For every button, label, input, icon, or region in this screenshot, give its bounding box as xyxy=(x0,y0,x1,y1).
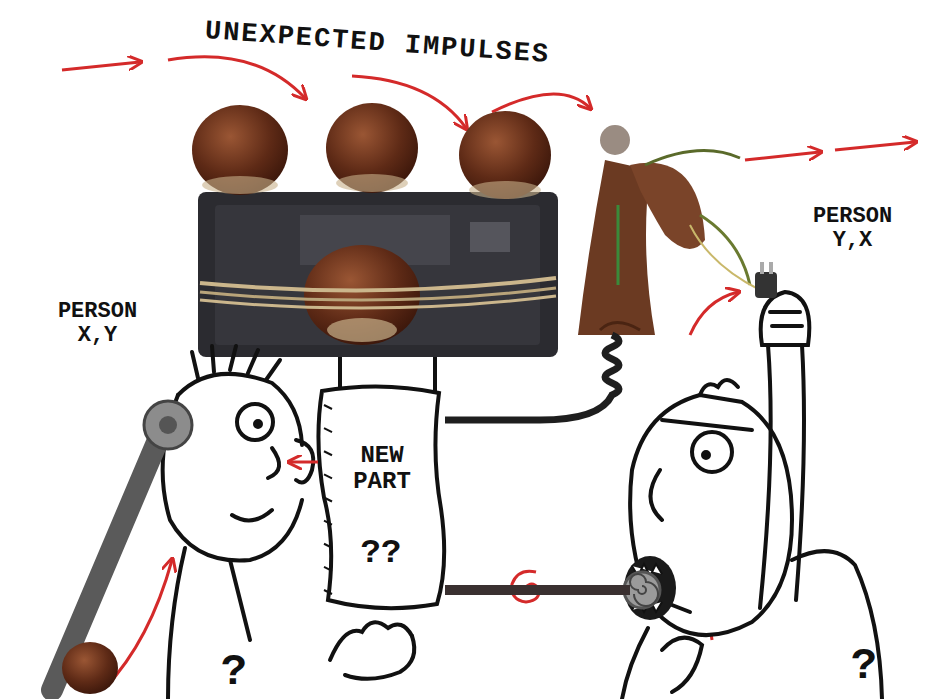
question-mark: ? xyxy=(842,642,886,690)
phone-assembly xyxy=(192,103,558,395)
plug xyxy=(755,262,777,298)
edge-tick xyxy=(324,567,332,571)
edge-tick xyxy=(324,544,332,548)
right-person-drawing xyxy=(622,292,882,699)
impulse-arrows xyxy=(62,57,915,688)
edge-tick xyxy=(324,451,332,455)
person-heading: PERSON Y,X xyxy=(795,205,910,253)
part-name: NEW PART xyxy=(326,443,438,496)
question-marks: ?? xyxy=(351,535,411,572)
person-figure: PERSON Y,X? xyxy=(630,330,870,699)
heading-label: UNEXPECTED IMPULSES xyxy=(204,16,551,70)
new-part-box: NEW PART?? xyxy=(318,385,445,610)
mouth xyxy=(624,556,676,620)
edge-tick xyxy=(324,405,332,409)
edge-tick xyxy=(324,498,332,502)
person-figure: PERSON X,Y? xyxy=(150,330,290,699)
spiral-mark xyxy=(512,571,539,602)
tube xyxy=(445,585,630,595)
question-mark: ? xyxy=(212,648,256,696)
paper-shape xyxy=(318,386,444,608)
crank-handle xyxy=(52,401,192,694)
edge-tick xyxy=(324,474,332,478)
paper-outline xyxy=(318,385,445,610)
edge-tick xyxy=(324,521,332,525)
coiled-wire xyxy=(445,335,619,420)
robed-figure xyxy=(578,125,760,335)
person-heading: PERSON X,Y xyxy=(40,300,155,348)
edge-tick xyxy=(324,428,332,432)
signal-arrow xyxy=(290,461,318,464)
edge-tick xyxy=(324,590,332,594)
